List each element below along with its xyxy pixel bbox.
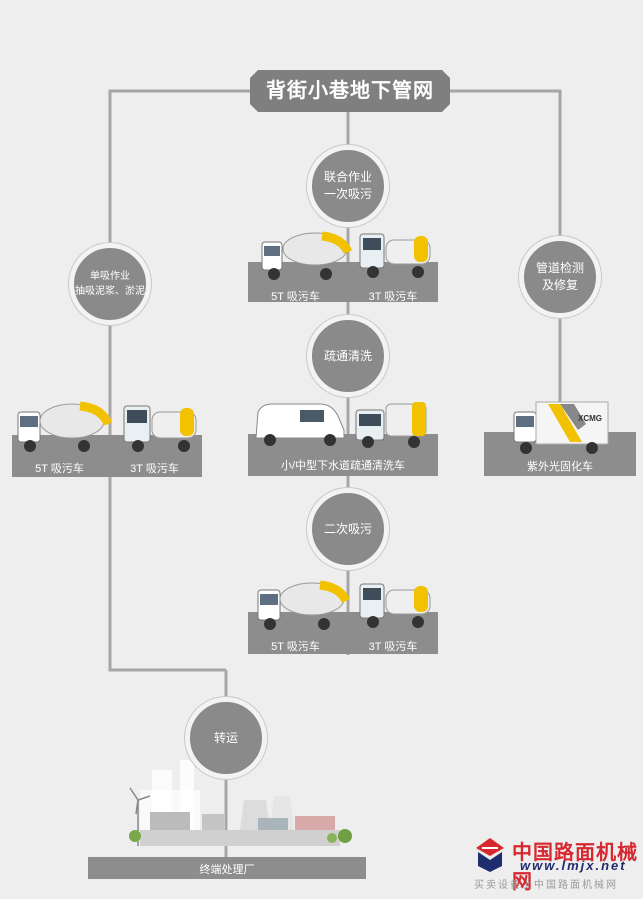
vehicle-pair-bottom	[248, 580, 438, 654]
vehicle-pair-left	[12, 401, 202, 477]
node-dredge-clean: 疏通清洗	[307, 315, 389, 397]
truck-3t-left	[123, 405, 197, 452]
node-single-line-2: 抽吸泥浆、淤泥	[75, 286, 145, 297]
caption-3t-left: 3T 吸污车	[130, 463, 179, 475]
logo-name: 中国路面机械网	[512, 842, 638, 893]
node-transfer: 转运	[185, 697, 267, 779]
page-title: 背街小巷地下管网	[266, 80, 434, 102]
node-dredge-line-1: 疏通清洗	[323, 348, 372, 363]
truck-5t-bottom	[257, 580, 351, 630]
caption-5t-left: 5T 吸污车	[35, 463, 84, 475]
caption-5t-bottom: 5T 吸污车	[271, 641, 320, 653]
logo-slogan: 买卖设备上中国路面机械网	[474, 880, 618, 891]
vehicle-uv	[484, 401, 636, 476]
factory-illustration	[129, 760, 352, 846]
caption-3t-top: 3T 吸污车	[368, 291, 418, 303]
node-joint-operation: 联合作业 一次吸污	[307, 145, 389, 227]
truck-3t-top	[359, 233, 431, 278]
cleaning-truck	[355, 402, 427, 448]
caption-uv: 紫外光固化车	[527, 461, 593, 473]
caption-cleaning: 小/中型下水道疏通清洗车	[280, 460, 406, 472]
node-pipe-line-2: 及修复	[541, 278, 578, 292]
truck-5t-top	[261, 231, 353, 280]
node-second-line-1: 二次吸污	[323, 521, 372, 536]
node-single-line-1: 单吸作业	[90, 271, 130, 282]
caption-facility: 终端处理厂	[199, 864, 255, 876]
node-joint-line-1: 联合作业	[323, 170, 372, 184]
caption-3t-bottom: 3T 吸污车	[368, 641, 418, 653]
truck-3t-bottom	[359, 583, 431, 628]
uv-truck-brand: XCMG	[578, 414, 602, 423]
caption-5t-top: 5T 吸污车	[271, 291, 320, 303]
title-banner	[250, 70, 450, 112]
node-second-suction: 二次吸污	[307, 488, 389, 570]
vehicle-pair-top	[248, 231, 438, 302]
node-single-suction: 单吸作业 抽吸泥浆、淤泥	[69, 243, 151, 325]
node-joint-line-2: 一次吸污	[323, 187, 372, 201]
vehicle-pair-cleaning	[248, 402, 438, 476]
node-pipe-inspection: 管道检测 及修复	[519, 236, 601, 318]
cleaning-van	[255, 403, 345, 446]
logo-url: www.lmjx.net	[520, 858, 627, 873]
node-transfer-line-1: 转运	[213, 730, 238, 745]
truck-5t-left	[17, 401, 113, 452]
facility-plate	[88, 857, 366, 879]
lmjx-logo-icon	[476, 838, 504, 872]
node-pipe-line-1: 管道检测	[535, 261, 584, 275]
